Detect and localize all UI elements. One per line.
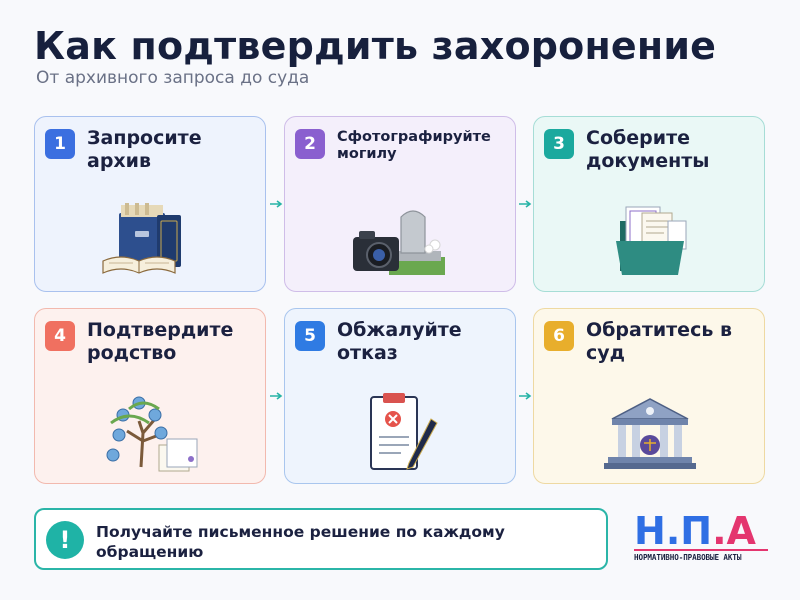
archive-icon	[102, 203, 181, 274]
advice-note: ! Получайте письменное решение по каждом…	[34, 508, 608, 570]
step-title: Обжалуйте отказ	[337, 319, 462, 364]
step-card-5: 5 Обжалуйте отказ	[284, 308, 516, 484]
step-title: Обратитесь в суд	[586, 319, 732, 364]
step-number-badge: 2	[295, 129, 325, 159]
logo-letter: П	[680, 509, 713, 553]
appeal-document-icon	[370, 393, 438, 470]
step-title: Подтвердите родство	[87, 319, 234, 364]
step-number-badge: 4	[45, 321, 75, 351]
logo-dot: .	[665, 509, 681, 553]
step-number-badge: 3	[544, 129, 574, 159]
step-title: Соберите документы	[586, 127, 710, 172]
logo-caption: НОРМАТИВНО-ПРАВОВЫЕ АКТЫ	[634, 549, 768, 563]
arrow-right-icon	[270, 200, 283, 208]
family-tree-icon	[106, 396, 198, 472]
logo-dot: .	[712, 509, 727, 553]
step-card-1: 1 Запросите архив	[34, 116, 266, 292]
step-number-badge: 5	[295, 321, 325, 351]
step-card-3: 3 Соберите документы	[533, 116, 765, 292]
step-card-2: 2 Сфотографируйте могилу	[284, 116, 516, 292]
page-title: Как подтвердить захоронение	[34, 24, 717, 68]
step-title: Сфотографируйте могилу	[337, 129, 491, 163]
page-subtitle: От архивного запроса до суда	[36, 68, 310, 88]
logo-letter: А	[726, 509, 756, 553]
courthouse-icon	[604, 398, 696, 469]
advice-note-text: Получайте письменное решение по каждому …	[96, 523, 505, 562]
arrow-right-icon	[519, 200, 532, 208]
arrow-right-icon	[270, 392, 283, 400]
step-title: Запросите архив	[87, 127, 202, 172]
step-number-badge: 6	[544, 321, 574, 351]
grave-camera-icon	[353, 210, 445, 275]
step-card-4: 4 Подтвердите родство	[34, 308, 266, 484]
logo-letter: Н	[634, 509, 666, 553]
exclamation-icon: !	[46, 521, 84, 559]
documents-folder-icon	[616, 206, 687, 275]
arrow-right-icon	[519, 392, 532, 400]
logo-letters: Н.П.А	[634, 512, 756, 550]
step-card-6: 6 Обратитесь в суд	[533, 308, 765, 484]
step-number-badge: 1	[45, 129, 75, 159]
npa-logo: Н.П.А НОРМАТИВНО-ПРАВОВЫЕ АКТЫ	[634, 512, 768, 564]
